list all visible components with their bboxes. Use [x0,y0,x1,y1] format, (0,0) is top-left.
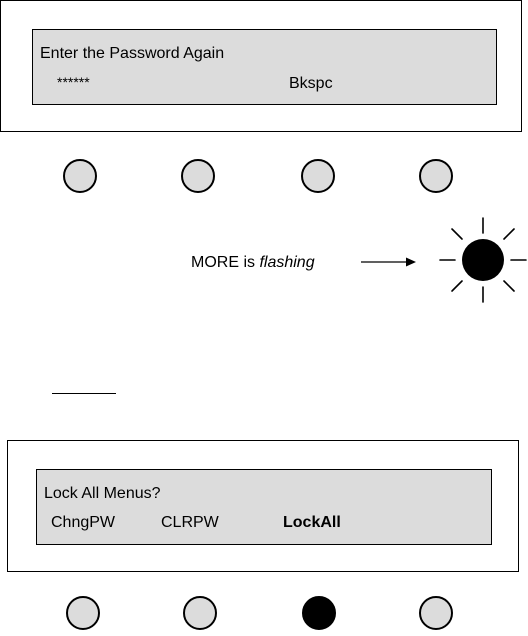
lcd-prompt-text: Enter the Password Again [40,45,225,62]
lcd-screen-1: Enter the Password Again ****** Bkspc [32,29,497,105]
option-chngpw: ChngPW [51,514,116,531]
softkey-4-button[interactable] [419,159,453,193]
display-panel-1: Enter the Password Again ****** Bkspc [0,0,522,132]
softkey-label-bkspc: Bkspc [289,75,333,92]
password-field[interactable]: ****** [57,74,90,90]
right-arrow-icon [361,257,416,267]
callout-text: MORE is [191,254,260,271]
divider-line [52,393,116,394]
flashing-button-icon[interactable] [435,214,528,310]
lcd-screen-2: Lock All Menus? ChngPW CLRPW LockAll [36,469,492,545]
lcd-question-text: Lock All Menus? [44,485,161,502]
softkey-1-button[interactable] [63,159,97,193]
option-clrpw: CLRPW [161,514,219,531]
softkey-6-button[interactable] [183,596,217,630]
softkey-8-button[interactable] [419,596,453,630]
option-lockall: LockAll [283,514,341,531]
more-flashing-callout: MORE is flashing [191,254,315,272]
softkey-3-button[interactable] [301,159,335,193]
softkey-2-button[interactable] [181,159,215,193]
softkey-5-button[interactable] [66,596,100,630]
callout-emphasis: flashing [259,254,315,271]
display-panel-2: Lock All Menus? ChngPW CLRPW LockAll [7,440,519,572]
softkey-7-button[interactable] [302,596,336,630]
